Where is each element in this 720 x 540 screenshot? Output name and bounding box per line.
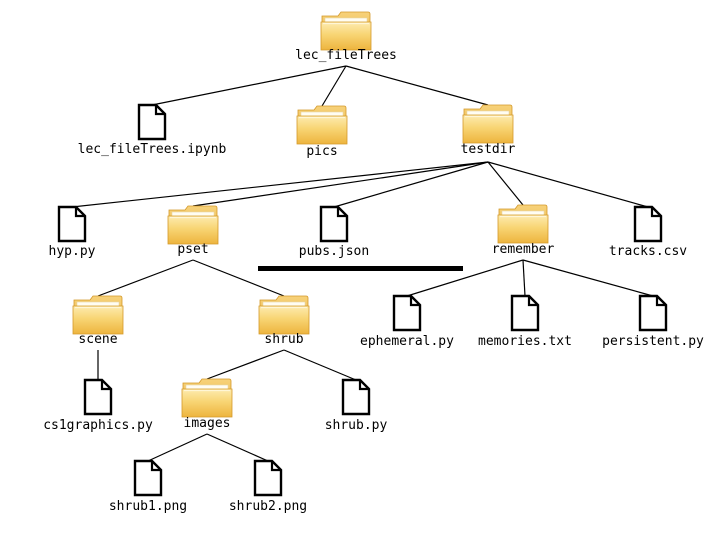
node-label: ephemeral.py	[360, 334, 454, 349]
edge-remember-to-memories_txt	[522, 259, 526, 297]
node-label: memories.txt	[478, 334, 572, 349]
edge-testdir-to-pset	[192, 161, 489, 207]
folder-icon	[258, 295, 310, 335]
node-label: shrub1.png	[109, 499, 187, 514]
tree-node-memories-txt[interactable]: memories.txt	[478, 294, 572, 349]
tree-node-pics[interactable]: pics	[296, 105, 348, 159]
tree-node-remember[interactable]: remember	[492, 204, 555, 257]
tree-node-lec-fileTrees[interactable]: lec_fileTrees	[295, 11, 397, 63]
file-icon	[341, 378, 371, 416]
node-label: cs1graphics.py	[43, 418, 153, 433]
edge-pset-to-scene	[97, 259, 194, 297]
edge-images-to-shrub1_png	[147, 433, 208, 462]
node-label: images	[184, 416, 231, 431]
file-icon	[137, 103, 167, 141]
edge-remember-to-persistent_py	[522, 259, 654, 297]
file-icon	[253, 459, 283, 497]
tree-edges	[71, 65, 654, 462]
edge-testdir-to-tracks_csv	[487, 161, 649, 208]
folder-icon	[497, 204, 549, 244]
tree-node-shrub2-png[interactable]: shrub2.png	[229, 459, 307, 514]
file-icon	[633, 205, 663, 243]
node-label: pset	[177, 242, 208, 257]
tree-node-shrub1-png[interactable]: shrub1.png	[109, 459, 187, 514]
tree-node-lec-fileTrees-ipynb[interactable]: lec_fileTrees.ipynb	[78, 103, 227, 157]
node-label: scene	[78, 332, 117, 347]
node-label: tracks.csv	[609, 244, 687, 259]
folder-icon	[462, 104, 514, 144]
edge-lec_fileTrees-to-testdir	[345, 65, 489, 106]
tree-node-cs1graphics-py[interactable]: cs1graphics.py	[43, 378, 153, 433]
tree-node-scene[interactable]: scene	[72, 295, 124, 347]
edge-lec_fileTrees-to-pics	[321, 65, 347, 107]
edge-shrub-to-shrub_py	[283, 349, 357, 381]
edge-lec_fileTrees-to-lec_fileTrees_ipynb	[151, 65, 347, 106]
tree-node-hyp-py[interactable]: hyp.py	[49, 205, 96, 259]
node-label: lec_fileTrees	[295, 48, 397, 63]
file-icon	[57, 205, 87, 243]
tree-node-persistent-py[interactable]: persistent.py	[602, 294, 704, 349]
file-icon	[510, 294, 540, 332]
folder-icon	[167, 205, 219, 245]
node-label: pics	[306, 144, 337, 159]
tree-node-shrub[interactable]: shrub	[258, 295, 310, 347]
file-icon	[319, 205, 349, 243]
node-label: testdir	[461, 142, 516, 157]
folder-icon	[181, 378, 233, 418]
node-label: hyp.py	[49, 244, 96, 259]
folder-icon	[72, 295, 124, 335]
edge-images-to-shrub2_png	[206, 433, 269, 462]
folder-icon	[296, 105, 348, 145]
node-label: shrub2.png	[229, 499, 307, 514]
tree-node-shrub-py[interactable]: shrub.py	[325, 378, 388, 433]
node-label: lec_fileTrees.ipynb	[78, 142, 227, 157]
file-icon	[133, 459, 163, 497]
edge-testdir-to-remember	[487, 161, 524, 206]
file-icon	[638, 294, 668, 332]
node-label: persistent.py	[602, 334, 704, 349]
file-icon	[83, 378, 113, 416]
tree-node-ephemeral-py[interactable]: ephemeral.py	[360, 294, 454, 349]
tree-node-pset[interactable]: pset	[167, 205, 219, 257]
tree-node-tracks-csv[interactable]: tracks.csv	[609, 205, 687, 259]
edge-testdir-to-hyp_py	[71, 161, 489, 208]
tree-node-pubs-json[interactable]: pubs.json	[299, 205, 369, 259]
edge-pset-to-shrub	[192, 259, 285, 297]
file-icon	[392, 294, 422, 332]
node-label: remember	[492, 242, 555, 257]
tree-node-images[interactable]: images	[181, 378, 233, 431]
edge-remember-to-ephemeral_py	[406, 259, 524, 297]
node-label: shrub	[264, 332, 303, 347]
node-label: shrub.py	[325, 418, 388, 433]
edge-testdir-to-pubs_json	[333, 161, 489, 208]
tree-node-testdir[interactable]: testdir	[461, 104, 516, 157]
folder-icon	[320, 11, 372, 51]
node-label: pubs.json	[299, 244, 369, 259]
edge-shrub-to-images	[206, 349, 285, 380]
tree-nodes: lec_fileTrees lec_fileTrees.ipynb pics test…	[43, 11, 704, 514]
